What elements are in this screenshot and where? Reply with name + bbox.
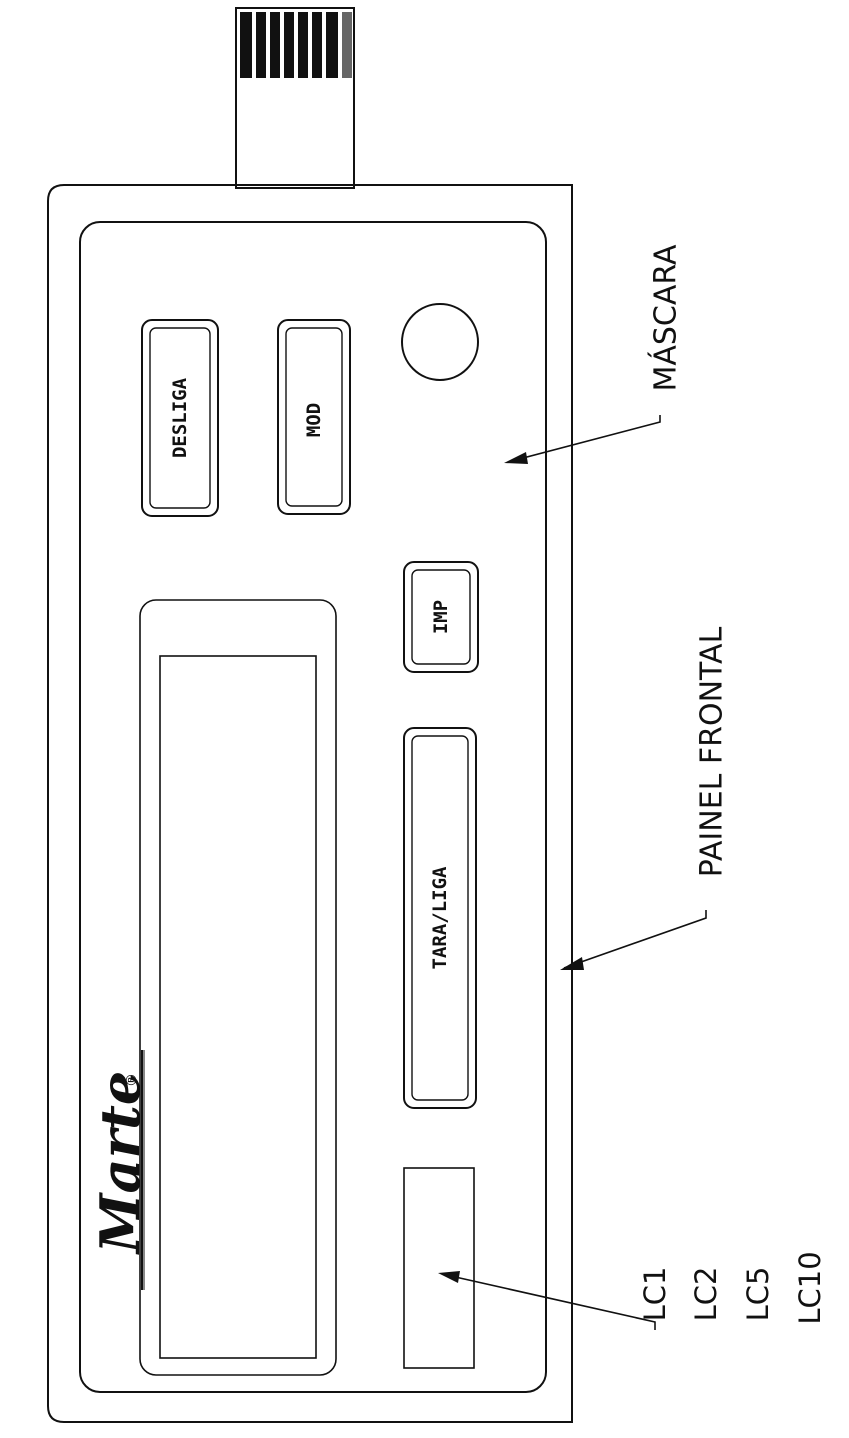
mod-button-label: MOD	[303, 403, 325, 437]
model-lc10: LC10	[793, 1251, 827, 1324]
mod-button[interactable]: MOD	[277, 319, 351, 515]
desliga-button-label: DESLIGA	[169, 377, 191, 458]
painel-frontal-label: PAINEL FRONTAL	[695, 626, 730, 877]
desliga-button[interactable]: DESLIGA	[141, 319, 219, 517]
tara-liga-button[interactable]: TARA/LIGA	[403, 727, 477, 1109]
ribbon-connector	[235, 7, 355, 189]
mask-outline	[79, 221, 547, 1393]
model-lc5: LC5	[741, 1267, 775, 1322]
painel-frontal-leader	[560, 910, 707, 970]
led-indicator	[401, 303, 479, 381]
imp-button[interactable]: IMP	[403, 561, 479, 673]
mascara-label: MÁSCARA	[648, 244, 684, 392]
model-lc2: LC2	[689, 1267, 723, 1322]
model-lc1: LC1	[638, 1267, 672, 1322]
tara-liga-button-label: TARA/LIGA	[429, 866, 451, 970]
front-panel-outline	[47, 184, 573, 1423]
imp-button-label: IMP	[430, 600, 452, 634]
model-indicator-window	[403, 1167, 475, 1369]
model-leader	[438, 1271, 656, 1330]
registered-mark: ®	[124, 1073, 140, 1087]
brand-logo: Marte ®	[88, 1050, 152, 1290]
mascara-leader	[504, 415, 661, 464]
display-window	[139, 599, 337, 1376]
